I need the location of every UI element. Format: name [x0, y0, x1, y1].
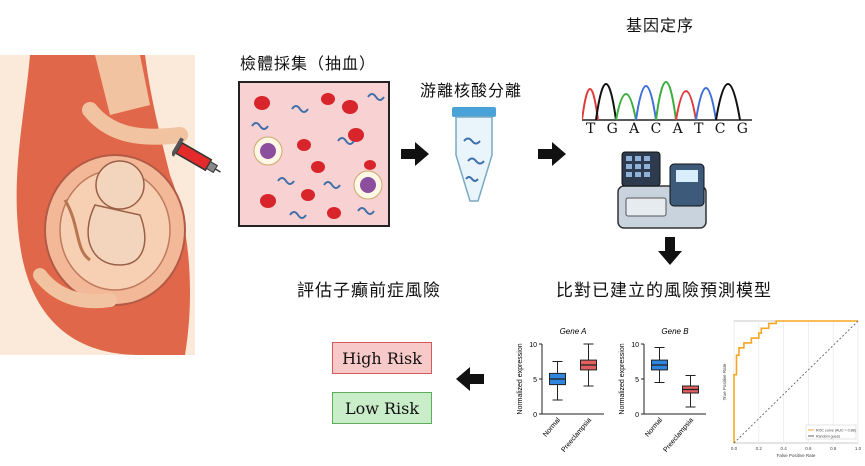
y-tick-label: 0 [533, 412, 537, 419]
x-tick-label: 0.6 [805, 446, 812, 451]
sequencing-label: 基因定序 [626, 16, 695, 35]
legend-entry: ROC curve (AUC = 0.88) [816, 429, 856, 433]
x-tick-label: 0.4 [780, 446, 787, 451]
arrow-right-icon [538, 142, 566, 166]
blood-sampling-label: 檢體採集（抽血） [240, 54, 377, 73]
y-tick-label: 5 [635, 377, 639, 384]
roc-curve-line [733, 320, 858, 443]
assess-risk-label: 評估子癲前症風險 [297, 281, 441, 301]
base-letter: C [650, 121, 662, 137]
base-letter: A [629, 121, 640, 137]
sequencer-machine-icon [617, 151, 707, 229]
x-tick-label: 1.0 [855, 446, 862, 451]
cfdna-isolation-label: 游離核酸分離 [420, 81, 523, 100]
arrow-down-icon [658, 237, 682, 265]
gene-a-boxplot: Gene A 0 5 10 Normalized expressionNormalPre… [517, 327, 604, 454]
y-tick-label: 0 [635, 412, 639, 419]
base-letter: G [736, 121, 748, 137]
high-risk-badge: High Risk [332, 342, 432, 374]
chart-title: Gene A [560, 327, 587, 336]
test-tube-icon [452, 107, 496, 202]
blood-sample-panel [238, 81, 390, 227]
y-tick-label: 10 [529, 342, 537, 349]
pregnant-woman-illustration [0, 55, 195, 355]
legend [805, 424, 857, 440]
base-letter: T [586, 121, 596, 137]
y-tick-label: 5 [533, 377, 537, 384]
plot-area [733, 320, 859, 444]
x-tick-label: Preeclampsia [662, 417, 695, 454]
arrow-right-icon [401, 142, 429, 166]
x-tick-label: 0.0 [731, 446, 738, 451]
x-axis-label: False Positive Rate [777, 453, 816, 458]
low-risk-badge: Low Risk [332, 392, 432, 424]
chromatogram [582, 81, 752, 121]
x-tick-label: 0.2 [756, 446, 763, 451]
base-letter: T [694, 121, 704, 137]
base-letter: C [714, 121, 726, 137]
y-tick-label: 10 [631, 342, 639, 349]
y-axis-label: True Positive Rate [722, 363, 727, 400]
x-tick-label: Normal [542, 416, 562, 438]
x-tick-label: 0.8 [830, 446, 837, 451]
base-letter: G [606, 121, 618, 137]
random-guess-line [733, 320, 859, 444]
compare-model-label: 比對已建立的風險預測模型 [556, 281, 772, 301]
sequence-letters: T G A C A T C G [586, 121, 748, 137]
base-letter: A [672, 121, 683, 137]
y-axis-label: Normalized expression [517, 343, 524, 414]
x-tick-label: Normal [644, 416, 664, 438]
legend-entry: Random guess [816, 435, 840, 439]
gene-b-boxplot: Gene B 0 5 10 Normalized expressionNormalPre… [619, 327, 706, 454]
syringe-icon [172, 137, 221, 174]
chart-title: Gene B [661, 327, 689, 336]
x-tick-label: Preeclampsia [560, 417, 593, 454]
arrow-left-icon [456, 367, 484, 391]
y-axis-label: Normalized expression [619, 343, 626, 414]
